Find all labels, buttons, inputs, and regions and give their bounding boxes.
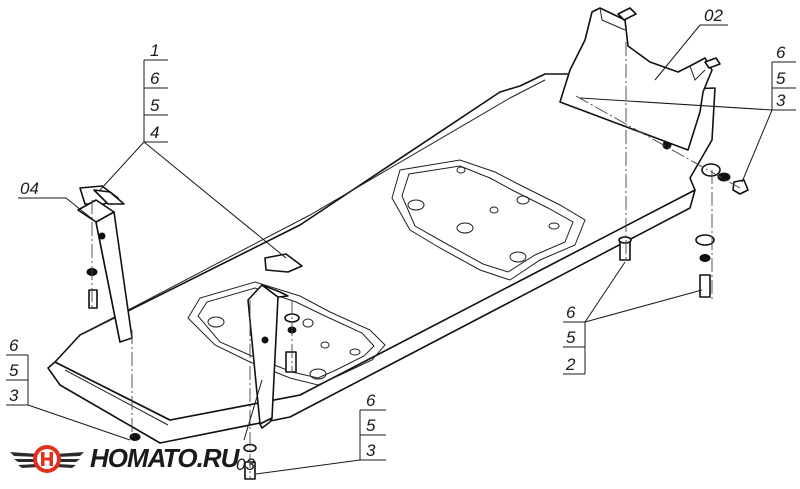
bracket-03 — [247, 253, 303, 429]
callout-bottom-left-3: 3 — [9, 386, 19, 405]
callout-bottom-center-1: 6 — [366, 391, 376, 410]
winged-h-logo-icon — [10, 445, 84, 473]
skid-plate — [47, 73, 716, 444]
callout-mid-right-3: 2 — [565, 355, 576, 374]
callout-top-left-2: 6 — [150, 69, 160, 88]
callout-top-right-2: 5 — [776, 69, 786, 88]
callout-bottom-center-3: 3 — [366, 441, 376, 460]
callout-mid-right-1: 6 — [566, 303, 576, 322]
callout-part-02: 02 — [704, 6, 723, 25]
callout-bottom-left-1: 6 — [9, 336, 19, 355]
callout-top-left-4: 4 — [150, 123, 159, 142]
callout-part-03: 03 — [236, 455, 255, 474]
callout-labels: 1 6 5 4 04 02 6 5 3 6 5 2 6 5 3 6 5 3 03 — [9, 6, 786, 474]
callout-top-left-1: 1 — [150, 41, 159, 60]
fasteners — [86, 163, 749, 480]
bracket-02 — [559, 7, 721, 151]
callout-top-right-3: 3 — [776, 91, 786, 110]
callout-bottom-left-2: 5 — [9, 361, 19, 380]
callout-mid-right-2: 5 — [566, 328, 576, 347]
leader-lines — [6, 24, 796, 475]
callout-bottom-center-2: 5 — [366, 416, 376, 435]
logo-wordmark: НОМАТО.RU — [90, 442, 239, 473]
callout-part-04: 04 — [20, 179, 39, 198]
site-logo[interactable]: НОМАТО.RU — [8, 436, 239, 480]
bracket-04 — [77, 185, 133, 343]
callout-top-right-1: 6 — [776, 43, 786, 62]
callout-top-left-3: 5 — [150, 96, 160, 115]
center-lines — [91, 42, 741, 480]
